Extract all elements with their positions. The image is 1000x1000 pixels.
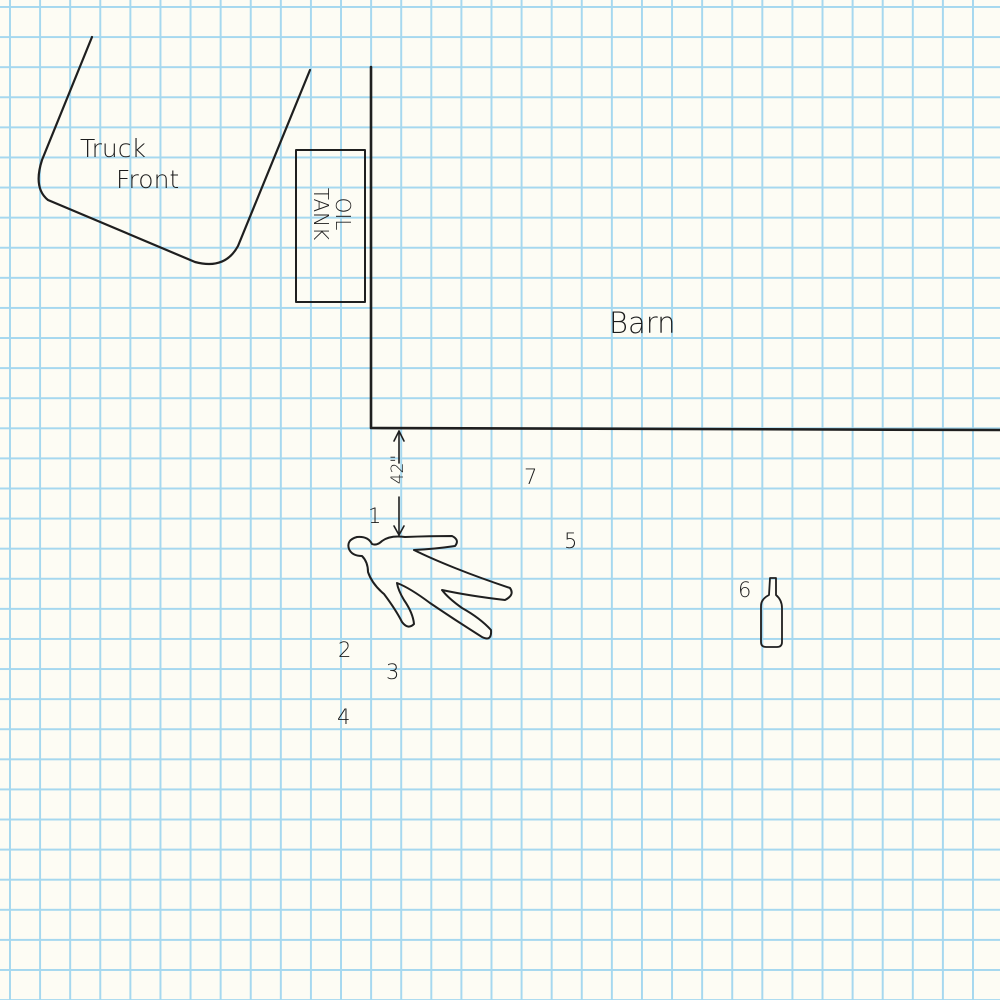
evidence-marker-6: 6 [738,578,752,602]
evidence-marker-4: 4 [337,705,351,729]
oil-tank-label: OIL TANK [309,184,355,244]
evidence-marker-7: 7 [524,465,538,489]
dimension-label: 42" [388,454,409,485]
dimension-arrow [393,430,405,536]
truck-front-label: Truck Front [80,133,179,195]
oil-label-line2: TANK [309,187,333,241]
body-outline [347,535,513,640]
evidence-marker-2: 2 [338,638,352,662]
oil-tank-outline [295,149,366,303]
bottle-outline [760,577,783,648]
evidence-marker-3: 3 [386,660,400,684]
truck-label-line1: Truck [80,134,146,163]
truck-front-outline [37,35,312,266]
barn-label: Barn [609,306,676,340]
oil-label-line1: OIL [331,197,355,231]
evidence-marker-5: 5 [564,529,578,553]
truck-label-line2: Front [116,165,180,194]
barn-wall-outline [369,65,1000,432]
evidence-marker-1: 1 [368,504,382,528]
